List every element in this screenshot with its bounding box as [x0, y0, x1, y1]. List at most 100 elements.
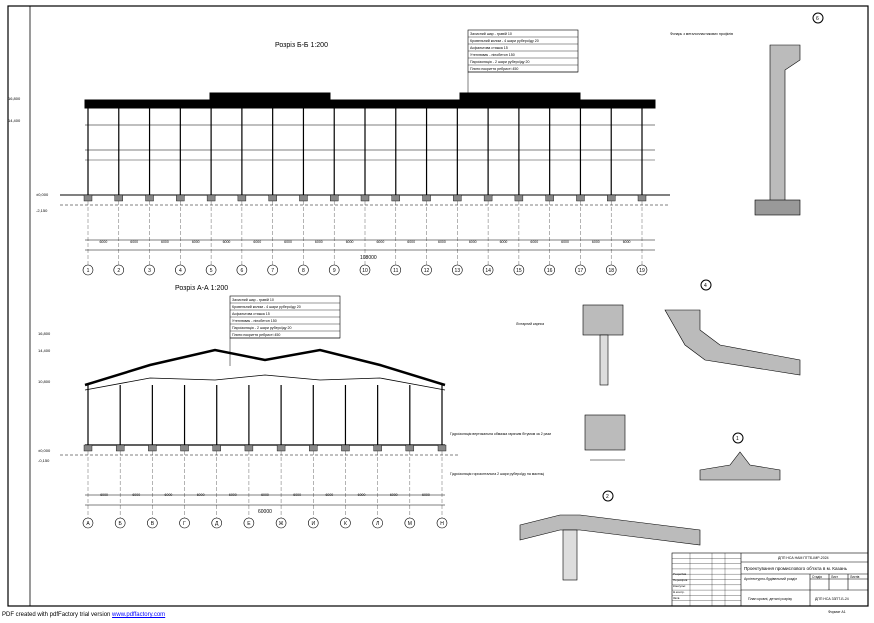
dim-label: 6000: [253, 240, 261, 244]
sheets-label: Листів: [850, 575, 860, 579]
detail-6: 6 Фонарь з металопластикових профілів: [670, 12, 824, 216]
footing: [330, 194, 339, 202]
pdf-footer: PDF created with pdfFactory trial versio…: [2, 612, 165, 618]
axis-label: 17: [578, 268, 584, 274]
section-bb-title: Розріз Б-Б 1:200: [275, 41, 328, 49]
roof-layer-text: Захисний шар - гравій 10: [232, 298, 274, 302]
footing: [148, 444, 157, 452]
axis-bubble: [275, 517, 287, 529]
dim-label: 6000: [500, 240, 508, 244]
axis-label: 10: [362, 268, 368, 274]
axis-bubble: [267, 264, 278, 276]
dim-label: 6000: [99, 240, 107, 244]
axis-bubble: [147, 517, 158, 529]
footing: [237, 194, 247, 202]
axis-bubble: [340, 517, 351, 529]
dim-label: 6000: [376, 240, 384, 244]
axis-bubble: [452, 264, 463, 276]
section-bb: Розріз Б-Б 1:200 108000 1 6000 2 6000 3 6000 4…: [8, 29, 670, 276]
axis-bubble: [372, 517, 383, 529]
axis-bubble: [544, 264, 555, 276]
axis-bubble: [482, 264, 494, 276]
dim-label: 6000: [165, 493, 173, 497]
level-mark: ±0,000: [38, 448, 51, 453]
dim-label: 6000: [422, 493, 430, 497]
skylight-bb-1: [209, 92, 331, 101]
footer-text: PDF created with pdfFactory trial versio…: [2, 612, 113, 618]
footing: [607, 194, 616, 202]
dim-label: 6000: [130, 240, 138, 244]
axis-label: 12: [424, 268, 430, 274]
level-mark: 16,800: [8, 96, 21, 101]
axis-label: 18: [608, 268, 614, 274]
axis-bubble: [179, 517, 190, 529]
axis-label: 11: [393, 268, 398, 274]
drawing-code: ДПП НСА НАМ ПГТБ-ІМР-2024: [778, 556, 829, 560]
title-block: РозробивПеревіривКонсульт.Н.контр.Затв. …: [671, 552, 869, 614]
dim-label: 6000: [530, 240, 538, 244]
axis-label: 3: [148, 268, 151, 274]
dim-label: 6000: [561, 240, 569, 244]
note: Гідроізоляція горизонтальна 2 шари рубер…: [450, 472, 544, 476]
footer-link[interactable]: www.pdffactory.com: [112, 612, 166, 618]
axis-label: 15: [516, 268, 522, 274]
axis-label: Л: [376, 521, 379, 527]
footing: [483, 194, 493, 202]
detail-1: 1: [699, 432, 781, 481]
dim-label: 6000: [284, 240, 292, 244]
axis-label: 1: [87, 268, 90, 274]
footing: [453, 194, 462, 202]
dim-label: 6000: [229, 493, 237, 497]
axis-label: 4: [179, 268, 182, 274]
axis-label: 8: [302, 268, 305, 274]
level-mark: 14,400: [8, 118, 21, 123]
axis-label: Е: [247, 521, 251, 527]
axis-bubble: [114, 517, 126, 529]
signature-row-label: Перевірив: [673, 578, 688, 582]
footing: [576, 194, 585, 202]
roof-layer-text: Кровельний килим - 4 шари рубероїду 20: [470, 39, 539, 43]
axis-label: 16: [547, 268, 553, 274]
axis-label: Ж: [279, 521, 284, 527]
detail-5: Ліхтарний карниз: [516, 304, 626, 461]
axis-label: 2: [117, 268, 120, 274]
dim-label: 6000: [623, 240, 631, 244]
axis-label: В: [151, 521, 155, 527]
footing: [545, 194, 554, 202]
footing: [373, 444, 382, 452]
axis-bubble: [328, 264, 340, 276]
footing: [206, 194, 216, 202]
roof-layer-text: Плити покриття ребристі 450: [232, 333, 280, 337]
dim-label: 6000: [100, 493, 108, 497]
axis-bubble: [636, 264, 648, 276]
roof-slab-bb: [84, 99, 656, 109]
dim-label: 6000: [438, 240, 446, 244]
dim-label: 6000: [592, 240, 600, 244]
roof-layer-text: Асфальтова стяжка 15: [232, 312, 270, 316]
axis-label: 5: [210, 268, 213, 274]
skylight-bb-2: [459, 92, 581, 101]
dim-label: 6000: [261, 493, 269, 497]
total-dim-bb: 108000: [360, 255, 377, 261]
footing: [360, 194, 370, 202]
footing: [391, 194, 400, 202]
signature-row-label: Н.контр.: [673, 590, 685, 594]
svg-text:Фонарь з металопластикових про: Фонарь з металопластикових профілів: [670, 32, 733, 36]
axis-label: 14: [485, 268, 491, 274]
footing: [244, 444, 254, 452]
dim-label: 6000: [390, 493, 398, 497]
dim-label: 6000: [192, 240, 200, 244]
level-mark: 16,800: [38, 331, 51, 336]
dim-label: 6000: [161, 240, 169, 244]
axis-bubble: [513, 264, 525, 276]
svg-text:6: 6: [816, 16, 819, 22]
signature-row-label: Затв.: [673, 596, 680, 600]
axis-label: А: [86, 521, 90, 527]
roof-layer-text: Утеплювач - пінобетон 150: [232, 319, 277, 323]
axis-bubble: [205, 264, 217, 276]
axis-bubble: [211, 517, 223, 529]
footing: [309, 444, 318, 452]
axis-bubble: [605, 264, 617, 276]
